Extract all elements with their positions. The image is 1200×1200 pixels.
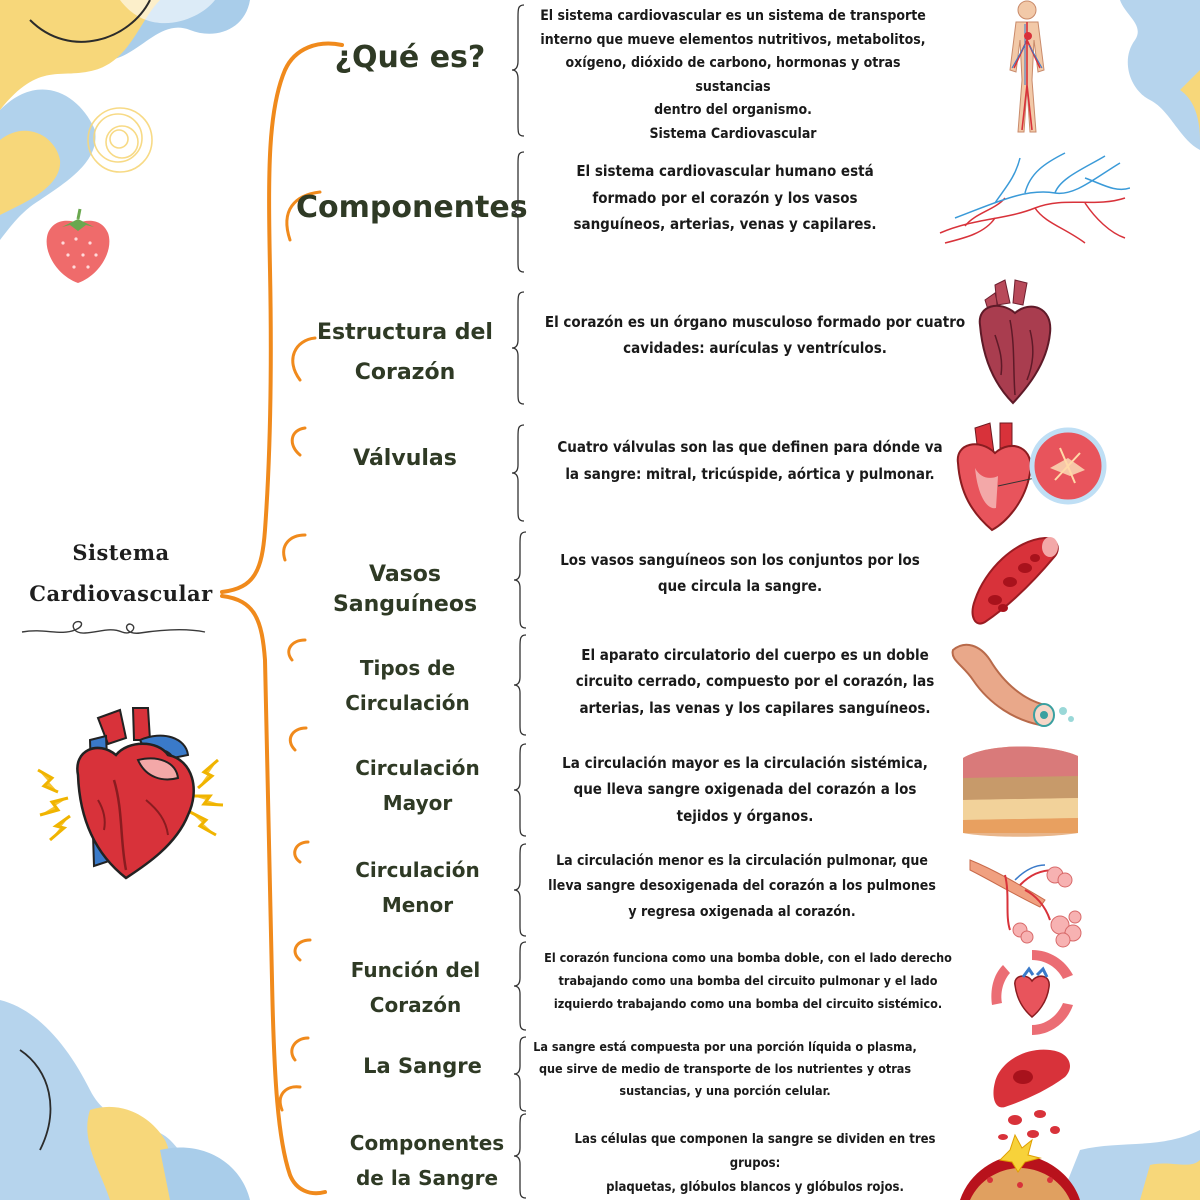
main-title: Sistema Cardiovascular xyxy=(29,540,213,606)
desc-componentes: El sistema cardiovascular humano está fo… xyxy=(573,162,877,234)
brace-vasos xyxy=(513,531,527,629)
tissue-layers-icon xyxy=(963,746,1078,837)
brace-componentes xyxy=(511,151,525,273)
heart-valve-icon xyxy=(956,422,1107,532)
blood-vessels-network-icon xyxy=(939,152,1130,244)
anatomical-heart-icon xyxy=(978,279,1052,405)
brace-sangre xyxy=(513,1036,527,1112)
topic-title-componentes-sangre: Componentes de la Sangre xyxy=(349,1131,505,1190)
blood-vessel-icon xyxy=(971,536,1059,625)
brace-funcion xyxy=(513,941,527,1031)
platelets-vessel-icon xyxy=(960,1133,1080,1200)
brace-mayor xyxy=(513,743,527,837)
brace-que-es xyxy=(511,4,525,137)
topic-title-circulacion-mayor: Circulación Mayor xyxy=(355,756,480,815)
desc-valvulas: Cuatro válvulas son las que definen para… xyxy=(557,438,943,483)
strawberry-icon xyxy=(46,208,110,283)
artery-segment-icon xyxy=(951,643,1074,727)
topic-title-estructura-corazon: Estructura del Corazón xyxy=(317,320,493,385)
brace-valvulas xyxy=(511,424,525,522)
brace-componentes-sangre xyxy=(513,1113,527,1199)
human-circulatory-figure-icon xyxy=(1009,0,1045,133)
desc-mayor: La circulación mayor es la circulación s… xyxy=(562,754,928,825)
topic-title-vasos-sanguineos: Vasos Sanguíneos xyxy=(332,562,478,617)
brace-tipos xyxy=(513,634,527,736)
desc-menor: La circulación menor es la circulación p… xyxy=(548,853,936,920)
topic-title-tipos-circulacion: Tipos de Circulación xyxy=(345,656,470,715)
lung-alveoli-icon xyxy=(969,859,1082,948)
topic-title-funcion-corazon: Función del Corazón xyxy=(350,958,481,1017)
cartoon-heart-icon xyxy=(37,707,224,880)
blood-cells-icon xyxy=(993,1049,1070,1140)
desc-estructura: El corazón es un órgano musculoso formad… xyxy=(544,313,966,358)
topic-title-la-sangre: La Sangre xyxy=(363,1054,482,1078)
desc-funcion: El corazón funciona como una bomba doble… xyxy=(544,950,952,1012)
brace-estructura xyxy=(511,291,525,405)
topic-title-valvulas: Válvulas xyxy=(353,446,457,471)
brace-menor xyxy=(513,843,527,937)
topic-title-circulacion-menor: Circulación Menor xyxy=(355,858,480,917)
desc-componentes-sangre: Las células que componen la sangre se di… xyxy=(574,1132,936,1196)
desc-que-es: El sistema cardiovascular es un sistema … xyxy=(540,8,926,142)
topic-title-que-es: ¿Qué es? xyxy=(334,40,486,75)
heart-pump-cycle-icon xyxy=(991,950,1073,1035)
desc-tipos: El aparato circulatorio del cuerpo es un… xyxy=(575,646,935,717)
desc-vasos: Los vasos sanguíneos son los conjuntos p… xyxy=(560,551,920,596)
desc-sangre: La sangre está compuesta por una porción… xyxy=(533,1039,917,1098)
topic-title-componentes: Componentes xyxy=(296,190,528,225)
